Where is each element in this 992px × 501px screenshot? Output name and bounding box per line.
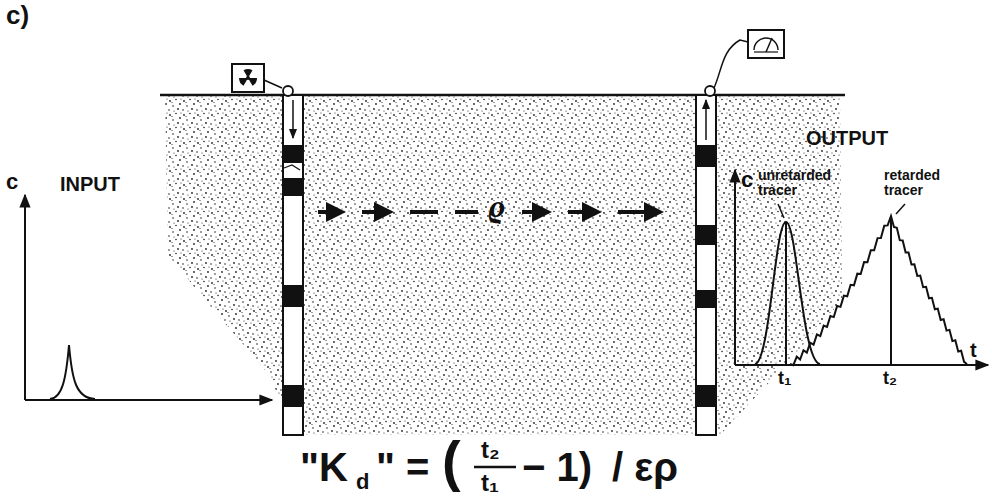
ground-surface xyxy=(160,94,845,97)
retarded-tracer-curve xyxy=(790,216,967,365)
formula-part: − 1) xyxy=(522,446,592,488)
output-graph xyxy=(735,170,988,365)
detector-meter xyxy=(705,30,784,96)
axis-label: c xyxy=(6,170,18,193)
formula-part: / ερ xyxy=(612,446,678,488)
graph-title: OUTPUT xyxy=(806,128,888,149)
density-symbol: ϱ xyxy=(488,190,505,224)
formula-part: d xyxy=(356,470,369,493)
axis-tick-label: t₁ xyxy=(778,369,791,388)
graph-title: INPUT xyxy=(60,174,120,195)
formula-part: t₂ xyxy=(481,437,500,462)
ground-section xyxy=(165,95,842,435)
formula-part: t₁ xyxy=(481,470,499,495)
axis-label: c xyxy=(741,168,753,191)
axis-tick-label: t₂ xyxy=(883,369,897,388)
axis-label: t xyxy=(970,340,977,361)
formula-part: ( xyxy=(442,432,461,491)
formula-part: " = xyxy=(376,446,429,488)
input-graph xyxy=(25,195,272,400)
panel-letter: c) xyxy=(6,2,29,29)
observation-borehole xyxy=(696,95,716,435)
fraction-bar xyxy=(474,466,516,469)
curve-label: retarded tracer xyxy=(884,168,954,197)
curve-label: unretarded tracer xyxy=(758,168,842,197)
injection-borehole xyxy=(283,95,303,435)
formula-part: "K xyxy=(300,446,348,488)
radioactive-source xyxy=(232,64,293,96)
